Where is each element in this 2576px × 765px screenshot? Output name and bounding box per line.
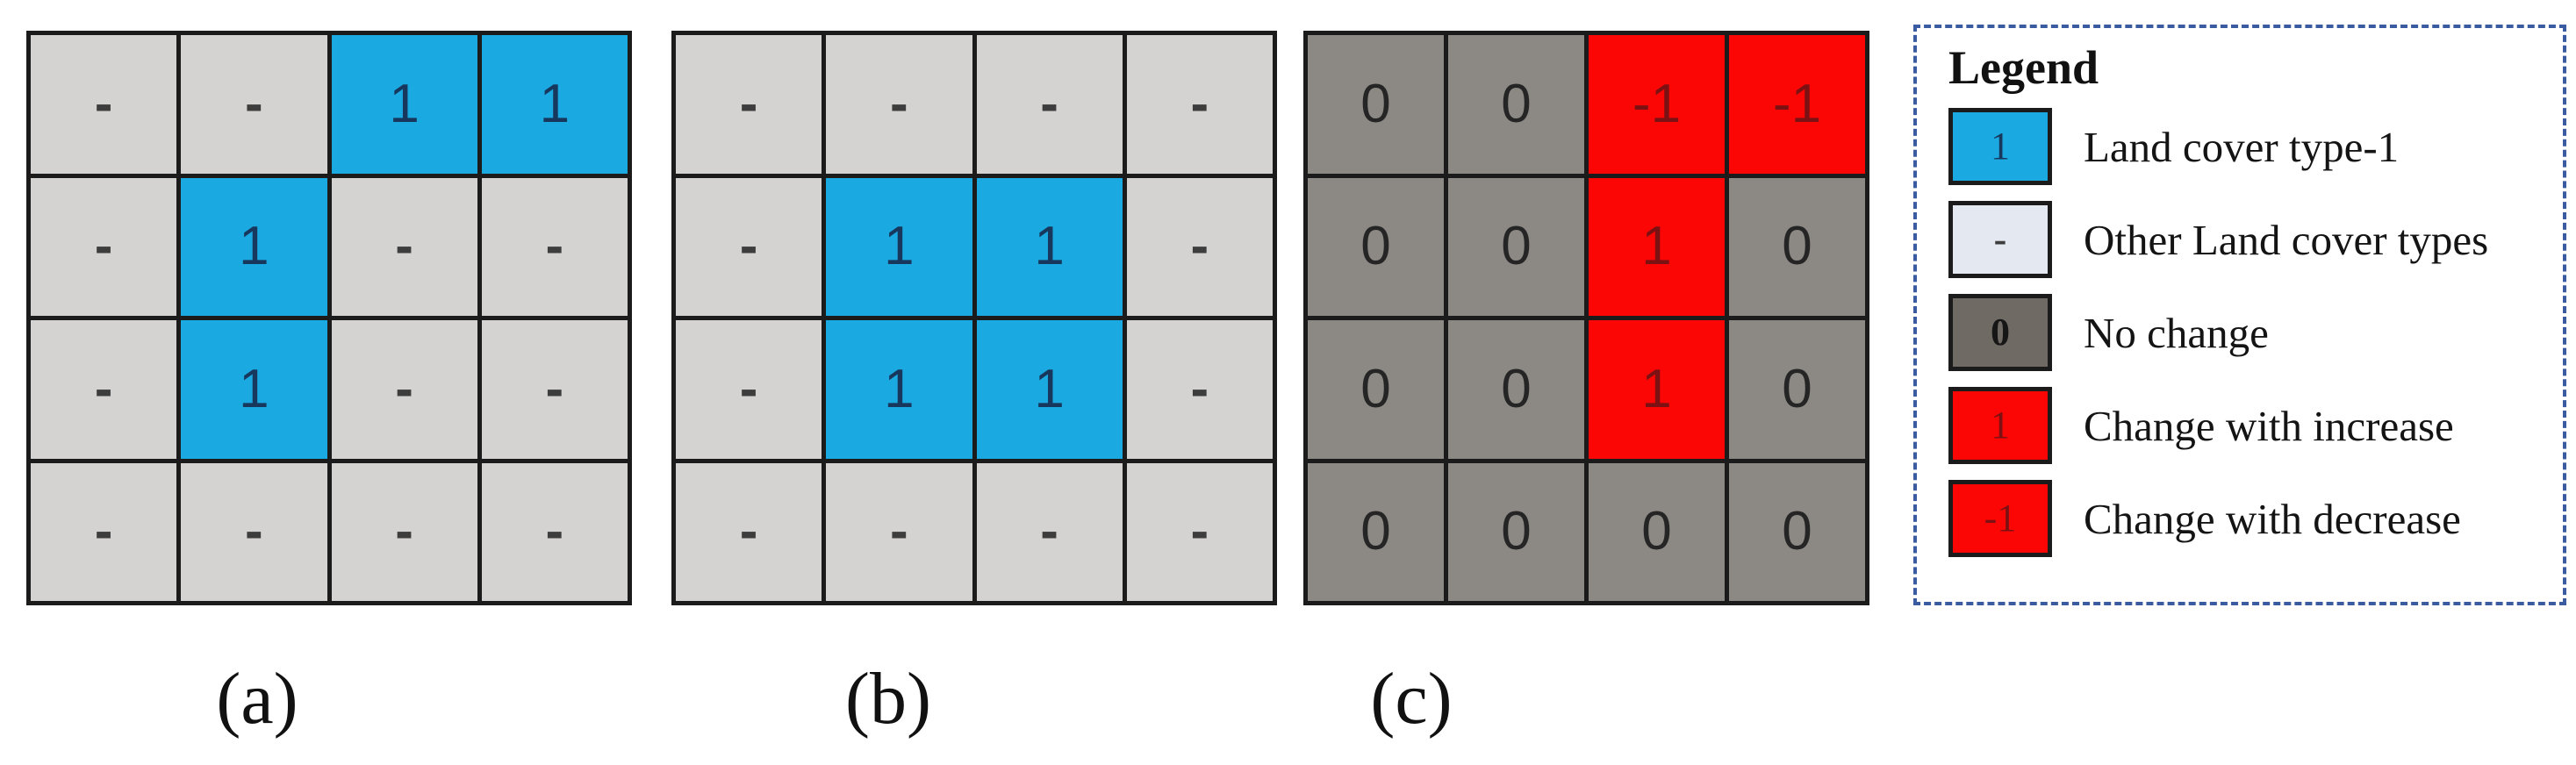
legend-label: No change [2084, 308, 2269, 357]
grid-cell-c-r1c1: 0 [1308, 35, 1444, 174]
grid-cell-b-r2c2: 1 [826, 177, 972, 316]
grid-cell-c-r1c2: 0 [1448, 35, 1584, 174]
grid-cell-a-r4c3: - [331, 462, 477, 601]
grid-cell-a-r2c1: - [31, 177, 177, 316]
grid-cell-b-r2c1: - [676, 177, 822, 316]
panel-caption-b: (b) [845, 658, 931, 740]
grid-cell-c-r3c4: 0 [1729, 320, 1865, 459]
grid-cell-c-r1c3: -1 [1589, 35, 1725, 174]
grid-cell-a-r1c1: - [31, 35, 177, 174]
grid-cell-b-r3c4: - [1126, 320, 1273, 459]
grid-cell-b-r1c1: - [676, 35, 822, 174]
legend-swatch-change-icon: 1 [1948, 387, 2052, 464]
grid-cell-c-r3c2: 0 [1448, 320, 1584, 459]
grid-cell-c-r3c1: 0 [1308, 320, 1444, 459]
legend-item-4: -1 Change with decrease [1948, 479, 2563, 558]
grid-cell-c-r4c2: 0 [1448, 462, 1584, 601]
grid-cell-b-r2c4: - [1126, 177, 1273, 316]
grid-cell-a-r2c3: - [331, 177, 477, 316]
grid-cell-c-r4c1: 0 [1308, 462, 1444, 601]
grid-cell-b-r1c3: - [976, 35, 1123, 174]
legend-item-0: 1 Land cover type-1 [1948, 107, 2563, 186]
legend-label: Land cover type-1 [2084, 122, 2400, 171]
grid-cell-b-r4c3: - [976, 462, 1123, 601]
panel-caption-c: (c) [1370, 658, 1453, 740]
grid-cell-a-r1c4: 1 [481, 35, 628, 174]
legend-label: Change with decrease [2084, 494, 2461, 543]
grid-cell-a-r4c2: - [181, 462, 327, 601]
grid-cell-c-r4c3: 0 [1589, 462, 1725, 601]
legend-item-1: -Other Land cover types [1948, 200, 2563, 279]
grid-cell-b-r3c2: 1 [826, 320, 972, 459]
grid-cell-c-r2c3: 1 [1589, 177, 1725, 316]
grid-cell-a-r1c2: - [181, 35, 327, 174]
grid-cell-a-r3c1: - [31, 320, 177, 459]
grid-cell-a-r3c2: 1 [181, 320, 327, 459]
grid-cell-c-r2c1: 0 [1308, 177, 1444, 316]
legend-swatch-nochange-icon: 0 [1948, 294, 2052, 371]
grid-cell-b-r3c3: 1 [976, 320, 1123, 459]
grid-cell-c-r1c4: -1 [1729, 35, 1865, 174]
legend-swatch-type1-icon: 1 [1948, 108, 2052, 185]
grid-cell-b-r4c4: - [1126, 462, 1273, 601]
grid-cell-c-r2c4: 0 [1729, 177, 1865, 316]
panel-caption-a: (a) [216, 658, 298, 740]
grid-cell-b-r4c2: - [826, 462, 972, 601]
grid-cell-a-r3c4: - [481, 320, 628, 459]
legend-item-2: 0 No change [1948, 293, 2563, 372]
legend-item-3: 1 Change with increase [1948, 386, 2563, 465]
grid-cell-b-r4c1: - [676, 462, 822, 601]
grid-cell-b-r1c2: - [826, 35, 972, 174]
grid-cell-c-r4c4: 0 [1729, 462, 1865, 601]
legend-swatch-other-icon: - [1948, 201, 2052, 278]
grid-cell-a-r3c3: - [331, 320, 477, 459]
legend-swatch-change-icon: -1 [1948, 480, 2052, 557]
legend-label: Change with increase [2084, 401, 2454, 450]
grid-cell-c-r2c2: 0 [1448, 177, 1584, 316]
grid-cell-b-r1c4: - [1126, 35, 1273, 174]
grid-cell-a-r4c1: - [31, 462, 177, 601]
grid-cell-a-r2c2: 1 [181, 177, 327, 316]
grid-cell-b-r2c3: 1 [976, 177, 1123, 316]
grid-cell-a-r1c3: 1 [331, 35, 477, 174]
legend-title: Legend [1948, 41, 2099, 94]
legend-label: Other Land cover types [2084, 215, 2489, 264]
grid-cell-c-r3c3: 1 [1589, 320, 1725, 459]
grid-cell-a-r2c4: - [481, 177, 628, 316]
grid-cell-b-r3c1: - [676, 320, 822, 459]
grid-cell-a-r4c4: - [481, 462, 628, 601]
